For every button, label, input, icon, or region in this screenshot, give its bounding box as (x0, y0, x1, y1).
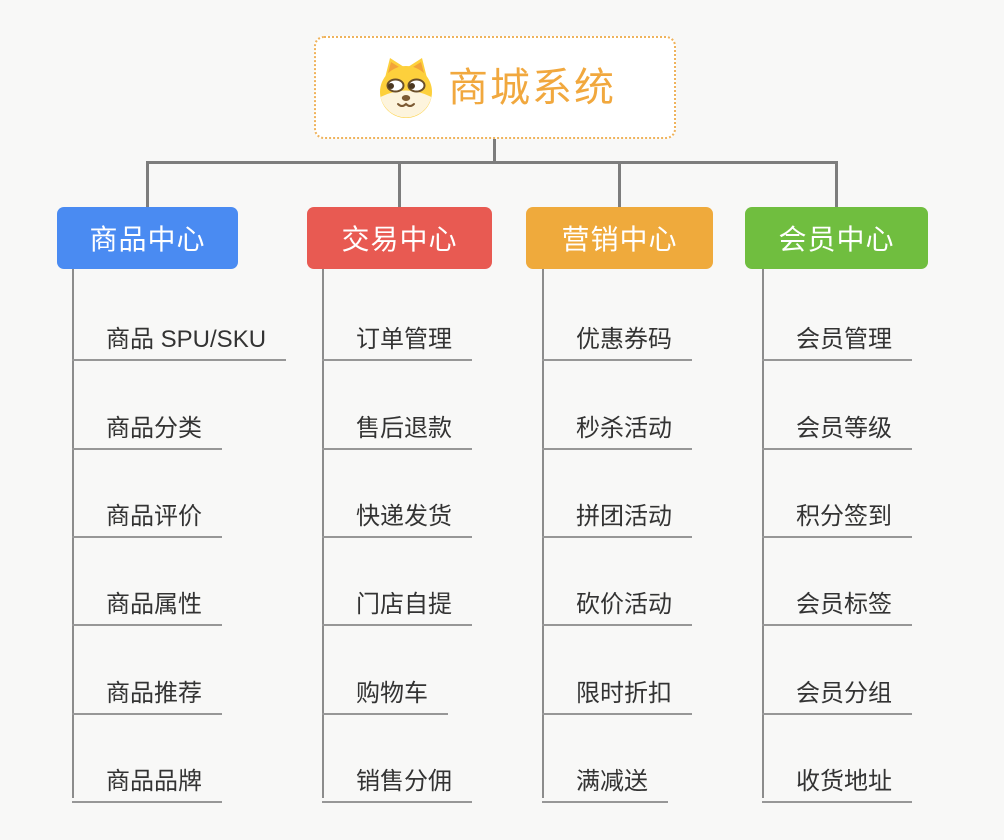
leaf-node[interactable]: 秒杀活动 (542, 402, 692, 450)
leaf-node[interactable]: 满减送 (542, 755, 668, 803)
root-title: 商城系统 (448, 65, 616, 110)
leaf-node[interactable]: 会员等级 (762, 402, 912, 450)
leaf-node[interactable]: 售后退款 (322, 402, 472, 450)
branch-spine-trade (322, 269, 324, 798)
leaf-node[interactable]: 收货地址 (762, 755, 912, 803)
branch-node-product-center[interactable]: 商品中心 (57, 207, 238, 269)
leaf-node[interactable]: 购物车 (322, 667, 448, 715)
connector-stub-marketing (618, 161, 621, 209)
leaf-node[interactable]: 商品 SPU/SKU (72, 313, 287, 361)
leaf-node[interactable]: 商品评价 (72, 490, 222, 538)
branch-spine-marketing (542, 269, 544, 798)
connector-stub-product (146, 161, 149, 209)
leaf-node[interactable]: 商品属性 (72, 578, 222, 626)
leaf-node[interactable]: 拼团活动 (542, 490, 692, 538)
connector-stub-member (835, 161, 838, 209)
leaf-node[interactable]: 会员标签 (762, 578, 912, 626)
root-node[interactable]: 商城系统 (314, 36, 676, 139)
connector-stub-trade (398, 161, 401, 209)
leaf-node[interactable]: 商品分类 (72, 402, 222, 450)
branch-node-trade-center[interactable]: 交易中心 (307, 207, 492, 269)
leaf-node[interactable]: 商品品牌 (72, 755, 222, 803)
branch-node-member-center[interactable]: 会员中心 (745, 207, 928, 269)
leaf-node[interactable]: 优惠券码 (542, 313, 692, 361)
leaf-node[interactable]: 会员管理 (762, 313, 912, 361)
leaf-node[interactable]: 门店自提 (322, 578, 472, 626)
leaf-node[interactable]: 砍价活动 (542, 578, 692, 626)
branch-spine-product (72, 269, 74, 798)
leaf-node[interactable]: 积分签到 (762, 490, 912, 538)
leaf-node[interactable]: 限时折扣 (542, 667, 692, 715)
connector-root-drop (493, 139, 496, 163)
leaf-node[interactable]: 会员分组 (762, 667, 912, 715)
leaf-node[interactable]: 订单管理 (322, 313, 472, 361)
dog-logo-icon (374, 56, 438, 120)
branch-spine-member (762, 269, 764, 798)
connector-bus (146, 161, 838, 164)
leaf-node[interactable]: 商品推荐 (72, 667, 222, 715)
leaf-node[interactable]: 销售分佣 (322, 755, 472, 803)
branch-node-marketing-center[interactable]: 营销中心 (526, 207, 713, 269)
leaf-node[interactable]: 快递发货 (322, 490, 472, 538)
